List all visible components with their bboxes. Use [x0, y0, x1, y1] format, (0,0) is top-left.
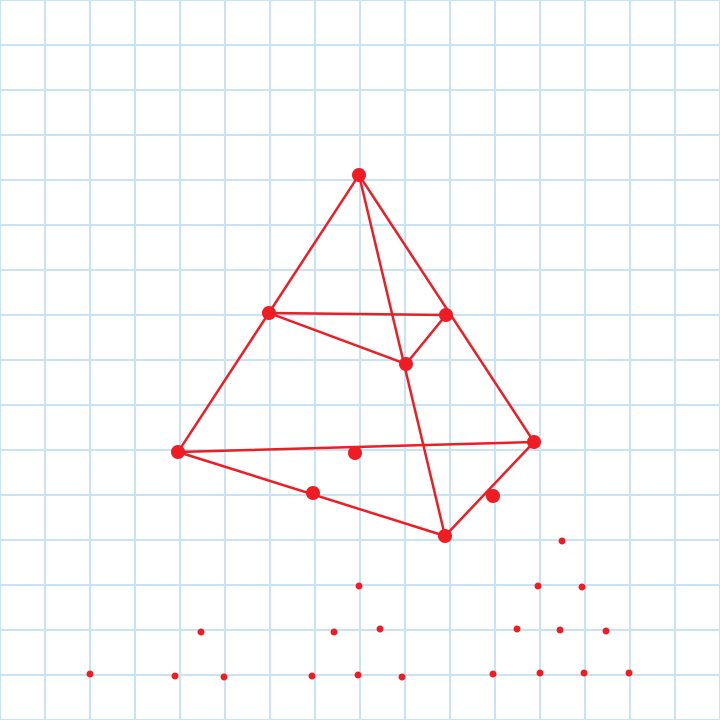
scatter-dot — [513, 625, 521, 633]
scatter-dot — [376, 625, 384, 633]
vertex-midRB — [486, 489, 500, 503]
scatter-dot — [556, 626, 564, 634]
scatter-dot — [220, 673, 228, 681]
edge-apex-bottom — [357, 173, 447, 538]
scatter-dot — [197, 628, 205, 636]
scatter-dot — [536, 669, 544, 677]
scatter-dot — [578, 583, 586, 591]
scatter-dot — [171, 672, 179, 680]
vertex-inner — [399, 357, 413, 371]
scatter-dot — [355, 582, 363, 590]
vertex-apex — [352, 168, 366, 182]
scatter-dot — [330, 628, 338, 636]
scattered-dots — [86, 537, 633, 681]
scatter-dot — [86, 670, 94, 678]
scatter-dot — [534, 582, 542, 590]
scatter-dot — [354, 671, 362, 679]
vertex-midLB — [306, 486, 320, 500]
scatter-dot — [489, 670, 497, 678]
scatter-dot — [308, 672, 316, 680]
vertex-ur — [439, 308, 453, 322]
scatter-dot — [398, 673, 406, 681]
scatter-dot — [580, 669, 588, 677]
edge-bottom-right — [443, 440, 536, 538]
scatter-dot — [602, 627, 610, 635]
vertex-ul — [262, 306, 276, 320]
edge-ul-ur — [267, 311, 448, 317]
figure-vertices — [171, 168, 541, 543]
figure-edges — [176, 173, 536, 538]
vertex-midBase — [348, 446, 362, 460]
vertex-left — [171, 445, 185, 459]
scatter-dot — [558, 537, 566, 545]
vertex-right — [527, 435, 541, 449]
edge-inner-ur — [404, 313, 448, 366]
edge-ul-inner — [267, 311, 408, 366]
scatter-dot — [625, 669, 633, 677]
vertex-bottom — [438, 529, 452, 543]
